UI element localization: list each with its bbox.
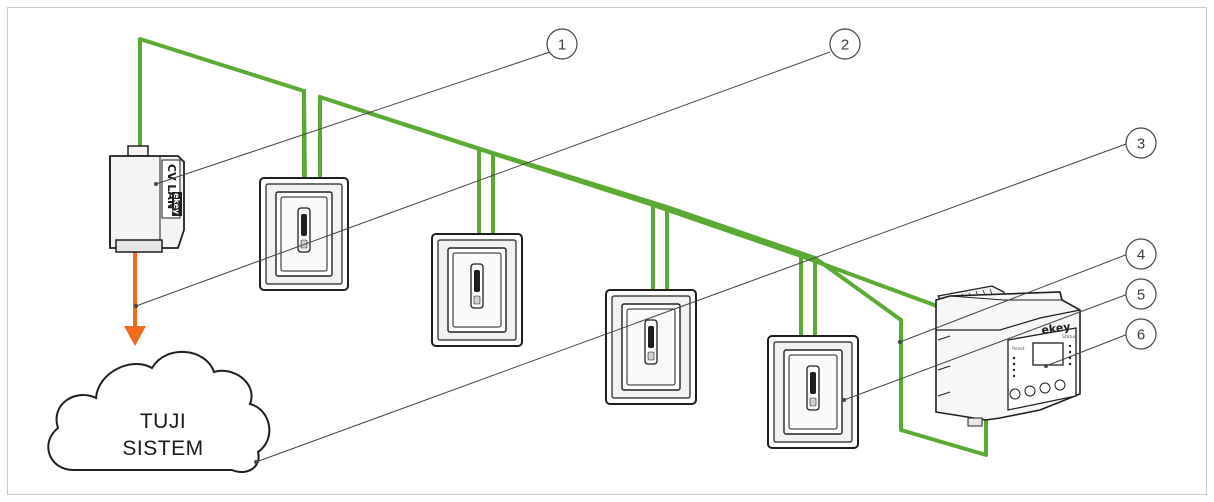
- fingerprint-reader-2: [431, 233, 523, 347]
- callout-3: 3: [1125, 127, 1157, 159]
- leader-dots: [134, 182, 1048, 464]
- callout-5: 5: [1125, 278, 1157, 310]
- bus-cable-main: [317, 94, 988, 457]
- controller-device: ekey Reset Status: [935, 285, 1081, 427]
- bus-cables: [138, 37, 988, 457]
- callout-4: 4: [1125, 238, 1157, 270]
- converter-device: CV LAN ekey: [109, 145, 185, 253]
- diagram-frame: [7, 7, 1207, 495]
- callout-2: 2: [829, 28, 861, 60]
- reader-group: [259, 177, 859, 449]
- leader-lines: [135, 51, 1129, 463]
- fingerprint-reader-3: [605, 289, 697, 405]
- svg-text:6: 6: [1137, 327, 1145, 344]
- svg-text:4: 4: [1137, 247, 1145, 264]
- controller-left-caption: Reset: [1012, 346, 1025, 352]
- svg-text:3: 3: [1137, 136, 1145, 153]
- cloud-label-line1: TUJI: [140, 410, 186, 433]
- bus-cable-outer-run: [301, 88, 308, 191]
- svg-text:5: 5: [1137, 287, 1145, 304]
- fingerprint-reader-4: [767, 335, 859, 449]
- controller-right-caption: Status: [1062, 334, 1077, 340]
- fingerprint-reader-1: [259, 177, 349, 291]
- callout-1: 1: [546, 28, 578, 60]
- callout-6: 6: [1125, 318, 1157, 350]
- cloud-label-line2: SISTEM: [122, 437, 203, 460]
- uplink-arrow: [124, 252, 146, 346]
- svg-text:1: 1: [558, 37, 566, 54]
- cloud-system: TUJI SISTEM: [47, 351, 271, 473]
- svg-text:2: 2: [841, 37, 849, 54]
- converter-brand: ekey: [172, 193, 181, 215]
